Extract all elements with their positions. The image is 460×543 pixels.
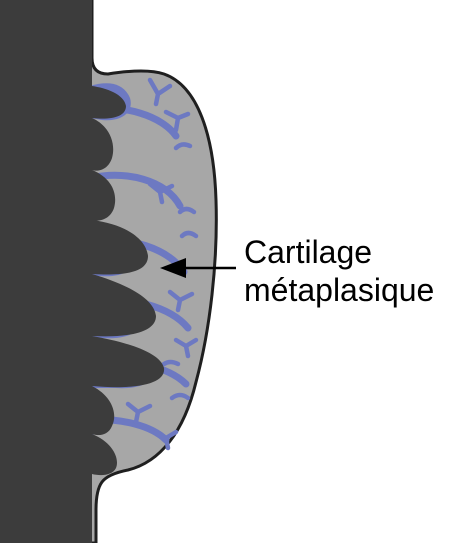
annotation-label-line-2: métaplasique	[244, 271, 434, 309]
cartilage-island	[164, 362, 178, 364]
annotation-label-line-1: Cartilage	[244, 233, 372, 271]
